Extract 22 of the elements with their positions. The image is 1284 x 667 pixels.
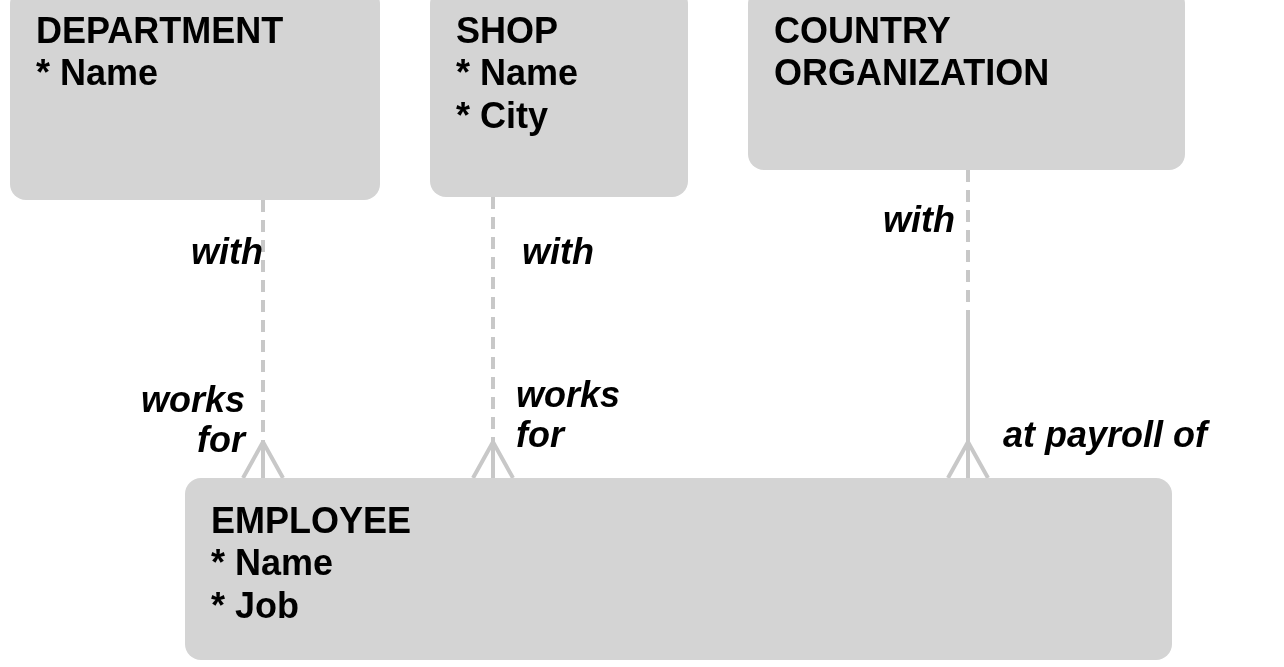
entity-box <box>430 0 688 197</box>
attribute-text: * Name <box>35 52 160 95</box>
attribute-text: * City <box>455 94 550 138</box>
relationship-line <box>241 200 285 480</box>
attribute-text: * Name <box>210 542 335 585</box>
entity-box <box>10 0 380 200</box>
relationship-label: with <box>882 200 955 241</box>
relationship-line <box>946 170 990 480</box>
attribute-text: * Job <box>210 584 300 628</box>
entity-name: COUNTRY ORGANIZATION <box>773 9 1051 95</box>
relationship-line <box>471 197 515 480</box>
attribute-text: * Name <box>455 52 580 95</box>
relationship-label: works for <box>139 380 245 461</box>
entity-name: DEPARTMENT <box>35 9 285 53</box>
relationship-label: works for <box>516 375 622 456</box>
entity-box <box>748 0 1185 170</box>
relationship-label: with <box>190 232 263 273</box>
relationship-label: with <box>522 232 595 273</box>
entity-name: SHOP <box>455 9 560 53</box>
relationship-label: at payroll of <box>1003 415 1211 456</box>
entity-name: EMPLOYEE <box>210 499 413 543</box>
entity-box <box>185 478 1172 660</box>
